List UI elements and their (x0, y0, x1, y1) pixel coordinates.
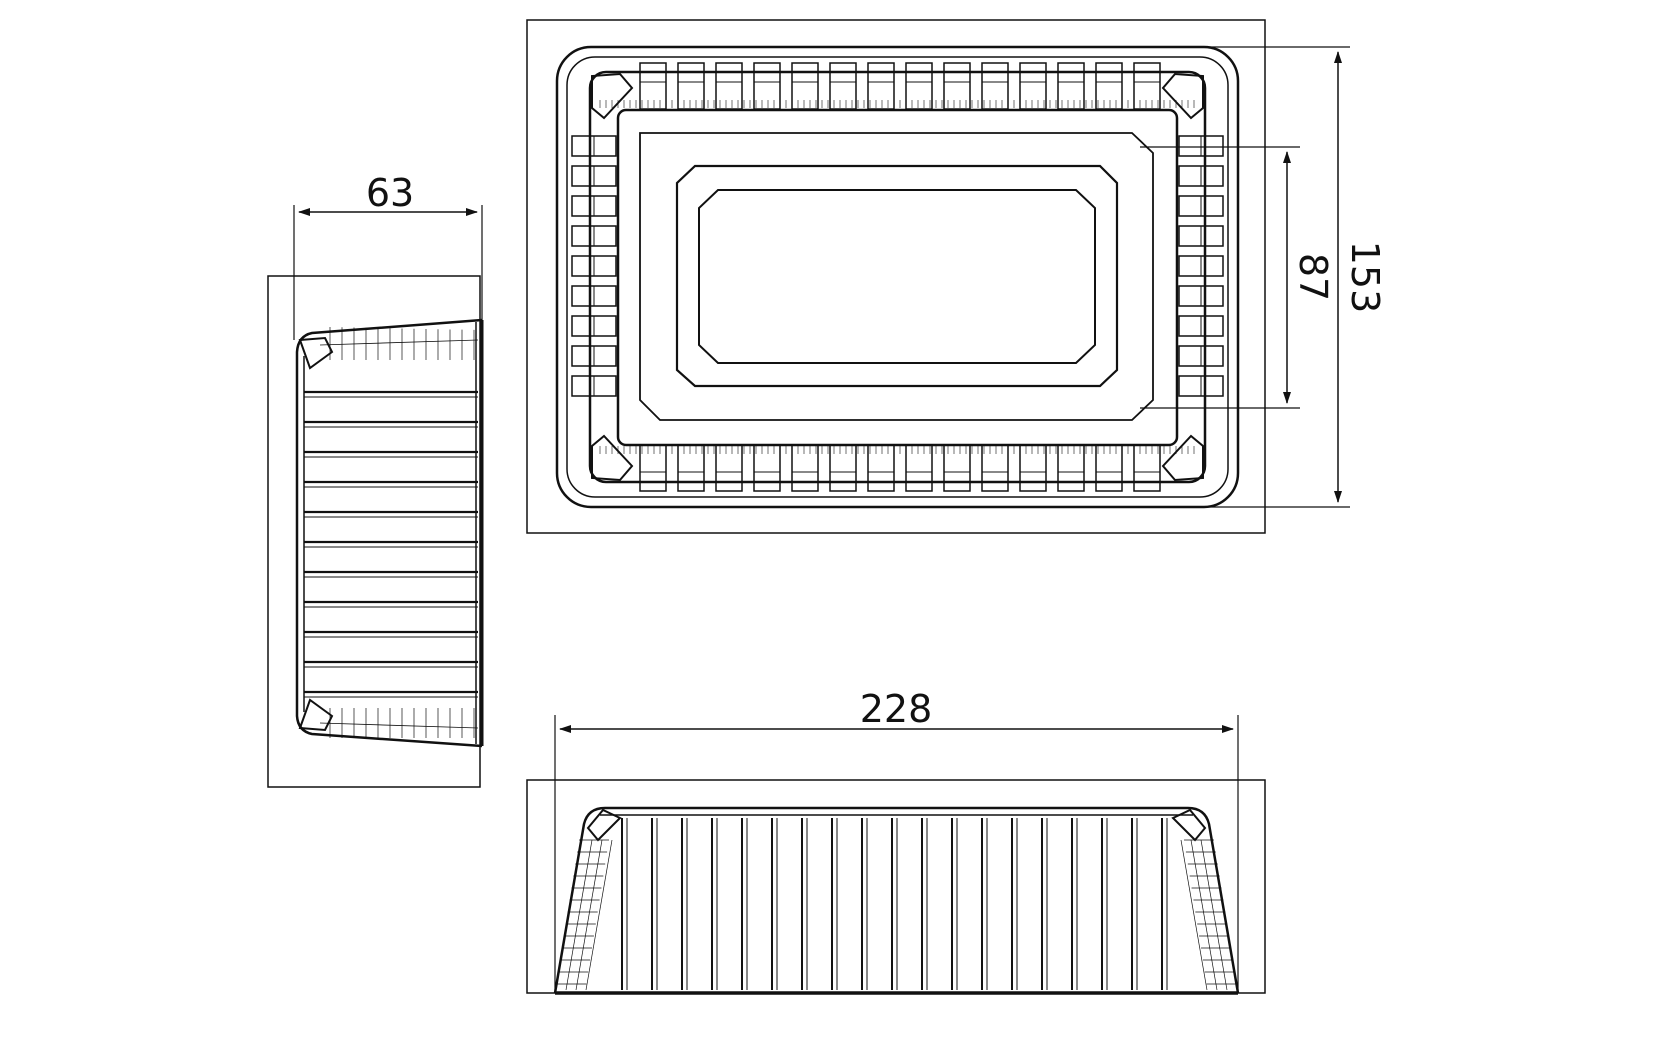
rib-block (981, 444, 1009, 492)
front-profile-outline (553, 806, 1240, 994)
rib-block (829, 444, 857, 492)
rib-block (715, 62, 743, 110)
front-view: 228 (526, 687, 1266, 995)
front-hatch (1190, 839, 1218, 991)
dim-label-228: 228 (860, 687, 933, 731)
front-hatch (575, 839, 603, 991)
rib-block (639, 444, 667, 492)
rib-block (1095, 444, 1123, 492)
side-view-frame (267, 275, 481, 788)
rib-block (677, 62, 705, 110)
rib-block (753, 62, 781, 110)
rib-block (791, 444, 819, 492)
front-ribs (556, 818, 1237, 991)
rib-block (677, 444, 705, 492)
rib-block (715, 444, 743, 492)
side-hatch-row (319, 722, 479, 729)
rib-block (943, 62, 971, 110)
rib-block (1057, 444, 1085, 492)
side-corner-braces (298, 336, 334, 732)
rib-block (867, 62, 895, 110)
rib-block (1057, 62, 1085, 110)
floor-outer-step (639, 132, 1154, 421)
side-ribs (304, 327, 479, 738)
dim-label-63: 63 (366, 171, 414, 215)
dim-label-153: 153 (1343, 241, 1387, 314)
floor-center-panel (698, 189, 1096, 364)
rib-block (867, 444, 895, 492)
top-view: 153 87 (526, 19, 1387, 534)
tray-rib-band-outer (588, 70, 1207, 484)
rib-block (1133, 444, 1161, 492)
rib-block (1019, 62, 1047, 110)
tray-rib-band-inner (616, 108, 1179, 447)
rib-block (1095, 62, 1123, 110)
rib-block (829, 62, 857, 110)
rib-block (905, 444, 933, 492)
dim-label-87: 87 (1291, 253, 1335, 301)
side-hatch-row (319, 339, 479, 346)
rib-block (943, 444, 971, 492)
top-view-frame (526, 19, 1266, 534)
front-hatch (585, 839, 613, 991)
front-hatch (1180, 839, 1208, 991)
rib-block (753, 444, 781, 492)
front-hatch (1200, 839, 1228, 991)
front-corner-braces (586, 808, 1207, 842)
tray-outer-rim (555, 45, 1240, 509)
corner-braces (591, 72, 1204, 482)
rib-block (905, 62, 933, 110)
side-view: 63 (267, 171, 484, 788)
floor-raised-panel (675, 164, 1119, 388)
tray-inner-rim (566, 56, 1229, 498)
front-view-frame (526, 779, 1266, 994)
top-ribs (571, 62, 1224, 492)
side-profile-outline (295, 318, 483, 748)
rib-block (791, 62, 819, 110)
rib-block (1133, 62, 1161, 110)
rib-block (981, 62, 1009, 110)
rib-block (639, 62, 667, 110)
rib-block (1019, 444, 1047, 492)
front-hatch (565, 839, 593, 991)
